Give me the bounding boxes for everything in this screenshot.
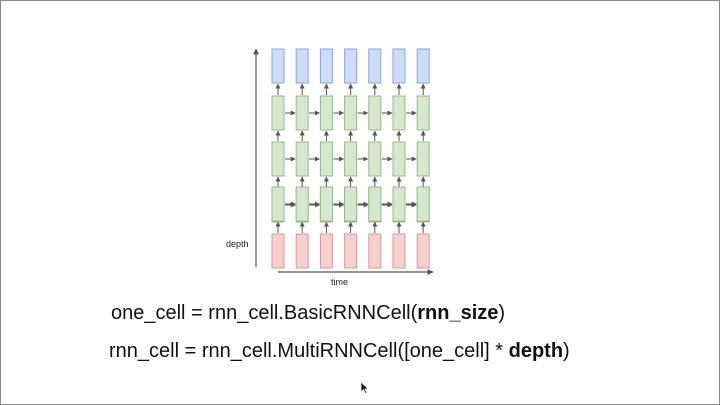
output-cell bbox=[319, 48, 333, 84]
hidden-cell bbox=[295, 95, 309, 131]
hidden-cell bbox=[392, 141, 406, 177]
hidden-cell bbox=[271, 95, 285, 131]
stacked-rnn-diagram: depth time bbox=[226, 48, 434, 287]
hidden-cell bbox=[416, 141, 430, 177]
output-cell bbox=[368, 48, 382, 84]
hidden-cell bbox=[368, 141, 382, 177]
code-line2-suffix: ) bbox=[563, 340, 570, 362]
code-line1-prefix: one_cell = rnn_cell.BasicRNNCell( bbox=[111, 302, 418, 324]
hidden-cell bbox=[368, 95, 382, 131]
input-cell bbox=[416, 233, 430, 269]
code-line1-suffix: ) bbox=[498, 302, 506, 324]
output-cell bbox=[344, 48, 358, 84]
hidden-cell bbox=[344, 141, 358, 177]
time-axis-label: time bbox=[331, 277, 348, 287]
output-cell bbox=[416, 48, 430, 84]
input-cell bbox=[319, 233, 333, 269]
hidden-cell bbox=[295, 186, 309, 222]
cells-layer bbox=[271, 48, 430, 269]
hidden-cell bbox=[392, 95, 406, 131]
output-cell bbox=[392, 48, 406, 84]
hidden-cell bbox=[319, 141, 333, 177]
input-cell bbox=[271, 233, 285, 269]
input-cell bbox=[368, 233, 382, 269]
input-cell bbox=[392, 233, 406, 269]
code-line2-prefix: rnn_cell = rnn_cell.MultiRNNCell([one_ce… bbox=[109, 340, 509, 362]
hidden-cell bbox=[295, 141, 309, 177]
hidden-cell bbox=[344, 95, 358, 131]
hidden-cell bbox=[416, 95, 430, 131]
code-line-multi-rnn-cell: rnn_cell = rnn_cell.MultiRNNCell([one_ce… bbox=[1, 340, 720, 363]
code-line2-param: depth bbox=[508, 340, 564, 362]
hidden-cell bbox=[416, 186, 430, 222]
hidden-cell bbox=[319, 186, 333, 222]
code-line1-param: rnn_size bbox=[417, 302, 499, 324]
input-cell bbox=[295, 233, 309, 269]
hidden-cell bbox=[271, 141, 285, 177]
input-cell bbox=[344, 233, 358, 269]
hidden-cell bbox=[271, 186, 285, 222]
arrows-layer bbox=[275, 83, 426, 233]
hidden-cell bbox=[392, 186, 406, 222]
hidden-cell bbox=[368, 186, 382, 222]
mouse-pointer-icon bbox=[360, 381, 370, 395]
output-cell bbox=[271, 48, 285, 84]
output-cell bbox=[295, 48, 309, 84]
hidden-cell bbox=[344, 186, 358, 222]
depth-axis-label: depth bbox=[226, 239, 249, 249]
code-line-basic-rnn-cell: one_cell = rnn_cell.BasicRNNCell(rnn_siz… bbox=[1, 302, 720, 325]
hidden-cell bbox=[319, 95, 333, 131]
